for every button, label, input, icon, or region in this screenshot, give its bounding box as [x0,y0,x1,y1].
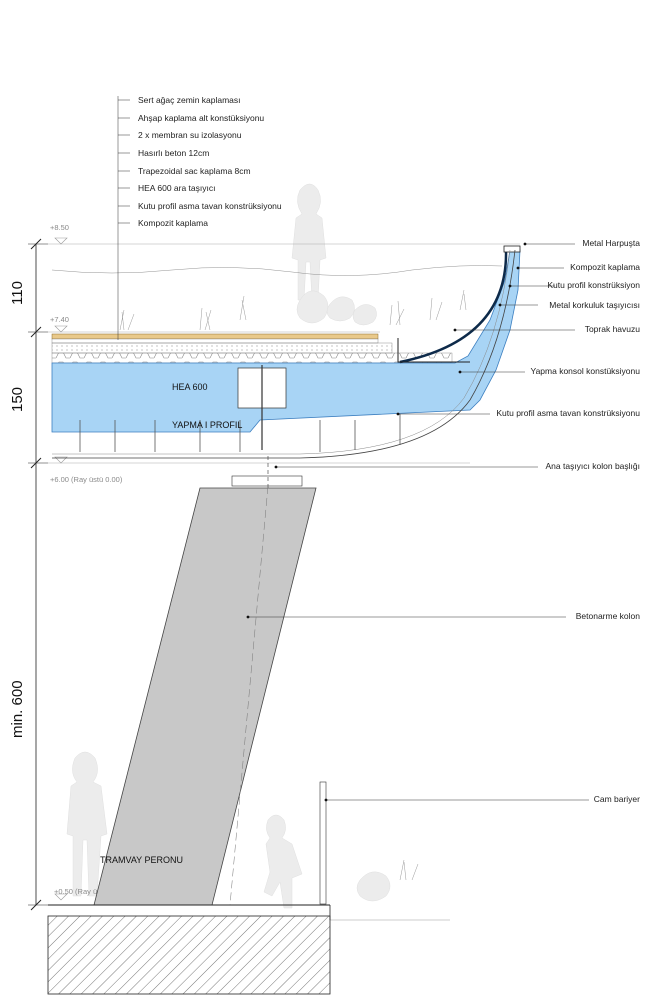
level-bottom-label: +6.00 (Ray üstü 0.00) [50,475,123,484]
right-labels: Metal Harpuşta Kompozit kaplama Kutu pro… [496,238,640,804]
layer-label-composite: Kompozit kaplama [138,218,208,228]
column-head [231,475,303,487]
ground-hatch [47,915,331,995]
level-markers [54,237,68,901]
trapezoidal-sheet [51,352,453,364]
dimension-150: 150 [9,387,26,412]
label-ceiling-structure: Kutu profil asma tavan konstrüksiyonu [496,408,640,418]
right-leader-dots [246,242,527,802]
platform-label: TRAMVAY PERONU [100,855,183,865]
layer-label-ticks [118,99,130,224]
layer-label-wood-substructure: Ahşap kaplama alt konstüksiyonu [138,113,264,123]
label-column-head: Ana taşıyıcı kolon başlığı [546,461,641,471]
label-concrete-column: Betonarme kolon [576,611,641,621]
label-box-profile: Kutu profil konstrüksiyon [547,280,640,290]
layer-label-concrete: Hasırlı beton 12cm [138,148,209,158]
ceiling-cladding [52,249,516,459]
composite-edge [399,249,508,364]
label-composite-cladding: Kompozit kaplama [570,262,640,272]
level-top-label: +8.50 [50,223,69,232]
layer-label-wood-floor: Sert ağaç zemin kaplaması [138,95,241,105]
wood-deck [51,333,379,340]
label-cantilever: Yapma konsol konstüksiyonu [531,366,641,376]
dimension-line [28,238,48,911]
deck-layers [51,333,453,364]
planter-outline [397,338,470,363]
beam-label: HEA 600 [172,382,208,392]
layer-label-trapezoidal: Trapezoidal sac kaplama 8cm [138,166,251,176]
right-leaders [248,243,589,801]
substructure [51,338,379,344]
layer-label-ceiling: Kutu profil asma tavan konstrüksiyonu [138,201,282,211]
metal-coping [503,245,521,253]
profile-label: YAPMA I PROFIL [172,420,242,430]
grass [119,289,467,881]
level-mid-label: +7.40 [50,315,69,324]
dimension-600: min. 600 [9,680,26,738]
label-glass-barrier: Cam bariyer [594,794,640,804]
concrete-slab [51,342,393,354]
dimension-110: 110 [9,281,26,305]
soil-line [51,265,503,276]
label-planter: Toprak havuzu [585,324,641,334]
ceiling-hangers [79,414,401,452]
layer-label-hea600: HEA 600 ara taşıyıcı [138,183,215,193]
label-railing-support: Metal korkuluk taşıyıcısı [549,300,640,310]
cantilever-structure [51,249,521,433]
layer-labels: Sert ağaç zemin kaplaması Ahşap kaplama … [138,95,282,228]
label-metal-coping: Metal Harpuşta [582,238,640,248]
glass-barrier [319,781,327,905]
layer-label-membrane: 2 x membran su izolasyonu [138,130,242,140]
ghost-figures [66,183,391,909]
